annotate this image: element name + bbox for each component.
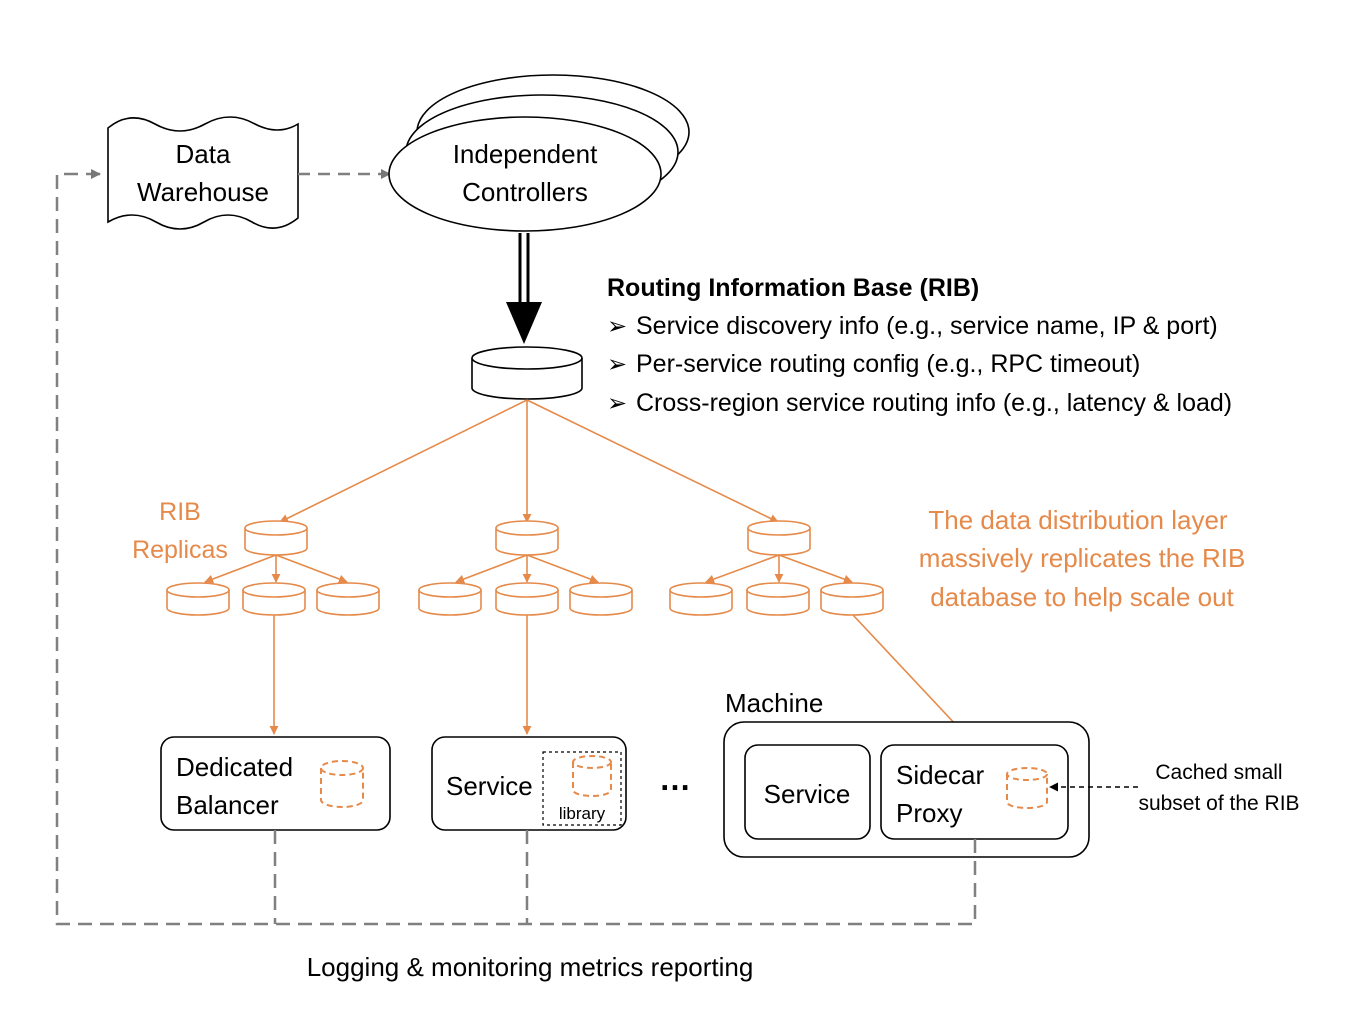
cache-note-line1: Cached small <box>1155 761 1282 784</box>
data-warehouse-label-line2: Warehouse <box>137 177 269 207</box>
balancer-label-line1: Dedicated <box>176 752 293 782</box>
rib-bullet-marker: ➢ <box>607 390 627 417</box>
rib-bullet-item: Cross-region service routing info (e.g.,… <box>636 389 1232 417</box>
replica-group-left <box>166 520 380 616</box>
balancer-label-line2: Balancer <box>176 790 279 820</box>
cache-note-line2: subset of the RIB <box>1138 792 1299 815</box>
logging-label: Logging & monitoring metrics reporting <box>307 952 754 982</box>
rib-replica-arrow <box>526 399 779 523</box>
rib-to-replicas-arrows <box>279 399 779 523</box>
rib-database-icon <box>471 346 583 400</box>
sidecar-cache-icon <box>1006 767 1048 809</box>
machine-node: Machine Service Sidecar Proxy <box>723 688 1090 858</box>
controllers-to-rib-arrow <box>506 233 542 344</box>
balancer-cache-icon <box>320 760 364 808</box>
independent-controllers-node: Independent Controllers <box>388 74 690 232</box>
rib-bullet-item: Service discovery info (e.g., service na… <box>636 312 1218 340</box>
machine-service-box <box>744 744 871 840</box>
dedicated-balancer-node: Dedicated Balancer <box>160 736 391 831</box>
distribution-note-line: The data distribution layer <box>928 505 1228 535</box>
rib-bullet-marker: ➢ <box>607 313 627 340</box>
library-box <box>542 751 622 826</box>
service-label: Service <box>446 771 533 801</box>
logging-feedback-loop <box>55 169 977 926</box>
distribution-note-line: massively replicates the RIB <box>919 543 1246 573</box>
rib-bullet-item: Per-service routing config (e.g., RPC ti… <box>636 350 1140 378</box>
rib-replicas-label-line2: Replicas <box>132 536 228 564</box>
machine-label: Machine <box>725 688 823 718</box>
rib-replicas-label-line1: RIB <box>159 498 201 526</box>
sidecar-label-line1: Sidecar <box>896 760 984 790</box>
data-warehouse-node: Data Warehouse <box>107 116 299 230</box>
machine-service-label: Service <box>764 779 851 809</box>
more-services-ellipsis: … <box>659 761 691 797</box>
rib-replica-arrow <box>279 399 528 523</box>
distribution-note-line: database to help scale out <box>930 582 1234 612</box>
controllers-label-line2: Controllers <box>462 177 588 207</box>
library-label: library <box>559 804 606 823</box>
replica-group-right <box>669 520 884 616</box>
replica-group-middle <box>418 520 633 616</box>
service-library-node: Service library <box>431 736 627 831</box>
sidecar-label-line2: Proxy <box>896 798 962 828</box>
controllers-label-line1: Independent <box>453 139 598 169</box>
data-warehouse-label-line1: Data <box>176 139 231 169</box>
rib-title: Routing Information Base (RIB) <box>607 274 979 302</box>
rib-description: Routing Information Base (RIB) ➢ Service… <box>607 274 1232 417</box>
rib-bullet-marker: ➢ <box>607 351 627 378</box>
library-cache-icon <box>572 755 612 797</box>
